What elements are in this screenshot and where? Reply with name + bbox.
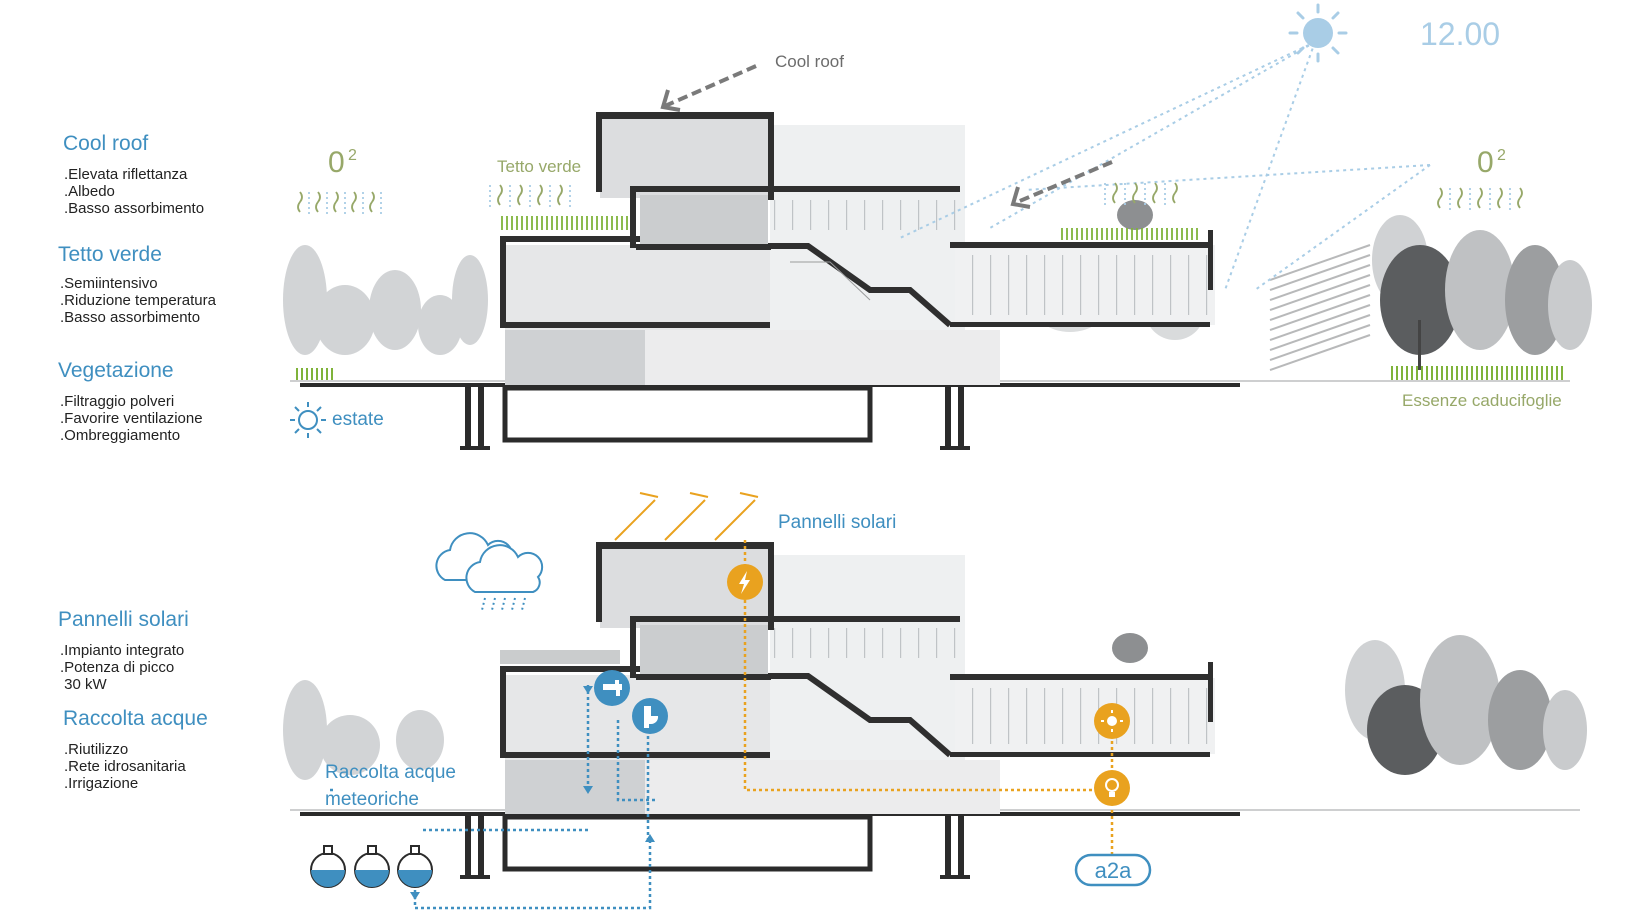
legend-item: .Filtraggio polveri — [60, 393, 175, 410]
legend-item: .Basso assorbimento — [64, 200, 205, 217]
water-arrows — [410, 686, 655, 900]
lightning-icon — [727, 564, 763, 600]
legend-title: Raccolta acque — [63, 707, 208, 730]
rain-callout-1: Raccolta acque — [325, 762, 456, 783]
legend-title: Pannelli solari — [58, 608, 189, 631]
oxygen-waves-left — [297, 191, 382, 214]
reflection-arrow-mid — [1010, 160, 1113, 209]
legend-title: Tetto verde — [58, 243, 162, 266]
season-label: estate — [332, 409, 384, 430]
legend-item: .Ombreggiamento — [60, 427, 181, 444]
trees-left — [283, 245, 488, 355]
legend-item: .Rete idrosanitaria — [64, 758, 186, 775]
oxygen-right-exp: 2 — [1497, 147, 1506, 164]
oxygen-right: 0 — [1477, 146, 1494, 179]
rain-callout-2: meteoriche — [325, 789, 419, 810]
time-label: 12.00 — [1420, 16, 1500, 52]
legend-item: .Basso assorbimento — [60, 309, 201, 326]
sun-small-icon — [1094, 703, 1130, 739]
trees-label: Essenze caducifoglie — [1402, 391, 1562, 410]
cloud-rain-icon — [435, 532, 544, 611]
legend-item: .Elevata riflettanza — [64, 166, 188, 183]
legend-item: .Irrigazione — [64, 775, 139, 792]
building-bottom — [460, 542, 1215, 879]
louvre-screen — [1269, 244, 1371, 371]
legend-item: .Riutilizzo — [64, 741, 129, 758]
cool-roof-callout: Cool roof — [775, 52, 844, 71]
reflection-arrow-top — [660, 64, 757, 112]
trees-right — [1372, 215, 1592, 370]
legend-item: .Impianto integrato — [60, 642, 185, 659]
bottom-section — [283, 492, 1587, 910]
oxygen-waves-right — [1437, 187, 1523, 210]
faucet-icon — [594, 670, 630, 706]
legend-item: .Potenza di picco — [60, 659, 175, 676]
bulb-icon — [1094, 770, 1130, 806]
top-section — [283, 3, 1592, 450]
green-roof-callout: Tetto verde — [497, 157, 581, 176]
legend-item: .Albedo — [64, 183, 115, 200]
utility-label: a2a — [1095, 858, 1132, 883]
toilet-icon — [632, 698, 668, 734]
oxygen-left: 0 — [328, 146, 345, 179]
legend-item: .Riduzione temperatura — [60, 292, 216, 309]
electric-lines — [743, 540, 1114, 855]
water-tank-icon — [310, 845, 433, 888]
oxygen-waves-mid — [1104, 182, 1178, 205]
building-top — [295, 112, 1565, 450]
sun-icon — [1288, 3, 1348, 63]
solar-rays — [614, 492, 759, 541]
solar-callout: Pannelli solari — [778, 512, 896, 533]
legend-item: .Favorire ventilazione — [60, 410, 203, 427]
sun-rays — [899, 41, 1431, 291]
legend-item: .Semiintensivo — [60, 275, 158, 292]
summer-sun-icon — [290, 402, 326, 438]
oxygen-waves-roof — [489, 184, 571, 207]
legend-item: 30 kW — [60, 676, 107, 693]
oxygen-left-exp: 2 — [348, 147, 357, 164]
legend-title: Cool roof — [63, 132, 149, 155]
trees-left-bottom — [283, 680, 444, 780]
legend-title: Vegetazione — [58, 359, 174, 382]
utility-logo — [1074, 853, 1152, 887]
